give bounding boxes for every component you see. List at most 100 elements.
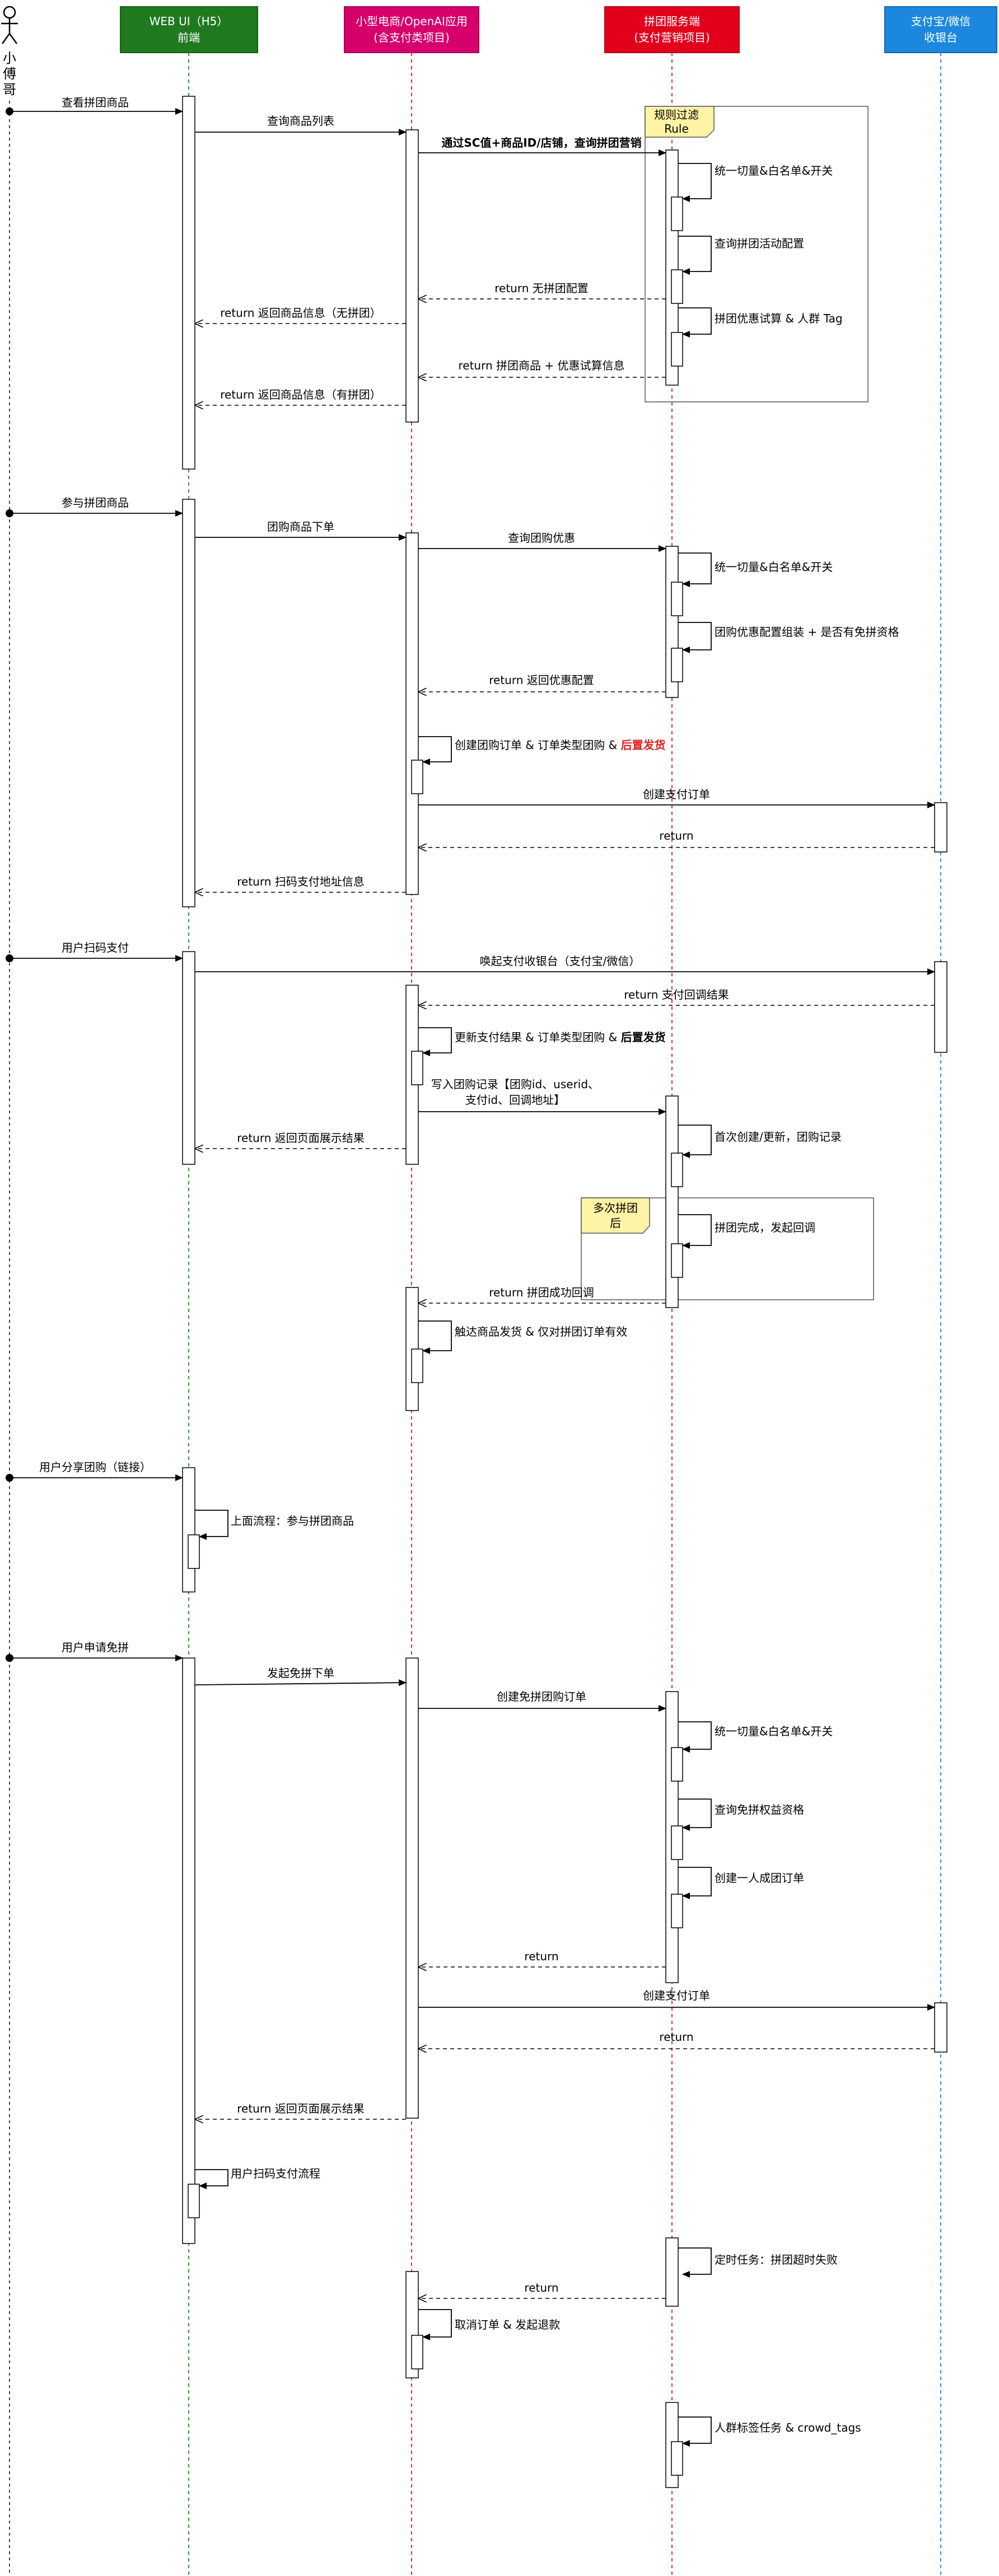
activation-svc-5 — [665, 2237, 679, 2307]
svg-text:return: return — [659, 829, 693, 842]
frame-rule: 规则过滤 Rule — [645, 106, 869, 402]
svg-text:用户扫码支付流程: 用户扫码支付流程 — [231, 2167, 320, 2180]
svg-text:return 返回优惠配置: return 返回优惠配置 — [489, 673, 594, 687]
actor-name-1: 小 — [3, 50, 16, 66]
message-join-group-product: 参与拼团商品 — [6, 496, 183, 517]
return-free-order: return — [418, 1950, 666, 1967]
activation-svc-3-self-a — [671, 1153, 683, 1187]
activation-web-3 — [182, 951, 195, 1165]
message-create-payment-order-2: 创建支付订单 — [418, 1989, 935, 2011]
self-call-crowd-tags-task: 人群标签任务 & crowd_tags — [678, 2416, 861, 2447]
svg-text:创建免拼团购订单: 创建免拼团购订单 — [497, 1690, 586, 1703]
svg-text:更新支付结果 & 订单类型团购 & 后置发货: 更新支付结果 & 订单类型团购 & 后置发货 — [455, 1031, 666, 1044]
svg-text:定时任务：拼团超时失败: 定时任务：拼团超时失败 — [715, 2253, 838, 2266]
svg-text:查询免拼权益资格: 查询免拼权益资格 — [715, 1803, 804, 1816]
self-call-cut-whitelist-switch: 统一切量&白名单&开关 — [678, 163, 833, 202]
participant-web-ui[interactable]: WEB UI（H5） 前端 — [120, 6, 258, 53]
activation-web-4 — [182, 1467, 195, 1593]
message-group-order: 团购商品下单 — [195, 520, 407, 541]
self-call-discount-assembly: 团购优惠配置组装 + 是否有免拼资格 — [678, 622, 899, 653]
message-create-free-group-order: 创建免拼团购订单 — [418, 1690, 666, 1712]
self-call-cancel-refund: 取消订单 & 发起退款 — [418, 2309, 560, 2340]
frame-multi-subtitle: 后 — [610, 1216, 621, 1230]
svg-text:触达商品发货 & 仅对拼团订单有效: 触达商品发货 & 仅对拼团订单有效 — [455, 1325, 627, 1338]
activation-app-2 — [405, 532, 419, 895]
activation-svc-2-self-a — [671, 582, 683, 616]
message-user-apply-free-group: 用户申请免拼 — [6, 1641, 183, 1662]
self-call-query-group-config: 查询拼团活动配置 — [678, 236, 804, 275]
svg-text:查询商品列表: 查询商品列表 — [267, 114, 334, 128]
svg-text:发起免拼下单: 发起免拼下单 — [267, 1666, 334, 1680]
svg-text:return: return — [524, 1950, 558, 1963]
return-page-result: return 返回页面展示结果 — [195, 1131, 406, 1149]
actor-name-3: 哥 — [3, 82, 16, 97]
frame-rule-subtitle: Rule — [664, 122, 689, 135]
svg-text:return 返回页面展示结果: return 返回页面展示结果 — [237, 1131, 365, 1145]
return-payment-callback: return 支付回调结果 — [418, 988, 935, 1005]
svg-text:创建一人成团订单: 创建一人成团订单 — [715, 1871, 804, 1885]
message-invoke-cashier: 唤起支付收银台（支付宝/微信） — [195, 954, 935, 975]
svg-text:上面流程：参与拼团商品: 上面流程：参与拼团商品 — [231, 1514, 354, 1528]
svg-text:唤起支付收银台（支付宝/微信）: 唤起支付收银台（支付宝/微信） — [480, 954, 641, 968]
message-user-scan-pay: 用户扫码支付 — [6, 941, 183, 962]
create-order-text: 创建团购订单 & 订单类型团购 & — [455, 738, 621, 752]
activation-pay-1 — [934, 802, 947, 853]
return-payment-order: return — [418, 829, 935, 847]
return-group-success-callback: return 拼团成功回调 — [418, 1286, 666, 1303]
participant-payment[interactable]: 支付宝/微信 收银台 — [884, 6, 997, 53]
svg-text:return 返回页面展示结果: return 返回页面展示结果 — [237, 2102, 365, 2115]
activation-app-2-self — [411, 760, 423, 794]
self-call-group-complete-callback: 拼团完成，发起回调 — [678, 1214, 815, 1249]
activation-web-1 — [182, 96, 195, 470]
frame-multi: 多次拼团 后 — [581, 1197, 874, 1300]
activation-app-1 — [405, 129, 419, 423]
svg-text:return: return — [659, 2030, 693, 2044]
svg-text:用户申请免拼: 用户申请免拼 — [62, 1641, 129, 1654]
frame-multi-title: 多次拼团 — [593, 1201, 638, 1215]
svg-text:统一切量&白名单&开关: 统一切量&白名单&开关 — [715, 560, 833, 574]
return-product-info-with-group: return 返回商品信息（有拼团） — [195, 388, 406, 405]
activation-svc-4-self-a — [671, 1747, 683, 1782]
activation-svc-2-self-b — [671, 648, 683, 682]
participant-pay-title: 支付宝/微信 — [911, 15, 971, 28]
message-initiate-free-order: 发起免拼下单 — [194, 1666, 407, 1687]
self-call-create-update-record: 首次创建/更新，团购记录 — [678, 1125, 842, 1158]
self-call-above-flow: 上面流程：参与拼团商品 — [195, 1510, 354, 1540]
actor: 小 傅 哥 — [1, 6, 18, 97]
return-timeout: return — [418, 2281, 666, 2298]
return-payment-order-2: return — [418, 2030, 935, 2049]
activation-web-5-self — [188, 2184, 200, 2218]
message-user-share-group: 用户分享团购（链接） — [6, 1460, 183, 1482]
svg-text:return 支付回调结果: return 支付回调结果 — [624, 988, 729, 1001]
return-page-result-2: return 返回页面展示结果 — [195, 2102, 406, 2119]
activation-app-5 — [405, 1657, 419, 2119]
message-query-product-list: 查询商品列表 — [195, 114, 407, 135]
update-payment-text: 更新支付结果 & 订单类型团购 & — [455, 1031, 621, 1044]
participant-app[interactable]: 小型电商/OpenAI应用 (含支付类项目) — [344, 6, 479, 53]
participant-web-subtitle: 前端 — [178, 31, 200, 44]
frame-rule-title: 规则过滤 — [654, 108, 699, 121]
svg-text:通过SC值+商品ID/店铺，查询拼团营销: 通过SC值+商品ID/店铺，查询拼团营销 — [441, 136, 641, 149]
activation-web-2 — [182, 499, 195, 907]
self-call-create-single-group: 创建一人成团订单 — [678, 1867, 804, 1899]
activation-svc-3-self-b — [671, 1243, 683, 1278]
message-query-group-marketing: 通过SC值+商品ID/店铺，查询拼团营销 — [418, 136, 666, 156]
activation-svc-4-self-c — [671, 1894, 683, 1928]
activation-web-4-self — [188, 1534, 200, 1569]
participant-service-subtitle: (支付营销项目) — [634, 31, 710, 44]
participant-service[interactable]: 拼团服务端 (支付营销项目) — [604, 6, 740, 53]
activations — [182, 96, 947, 2488]
svg-text:查询拼团活动配置: 查询拼团活动配置 — [715, 237, 804, 250]
svg-text:取消订单 & 发起退款: 取消订单 & 发起退款 — [455, 2318, 560, 2331]
self-call-cut-whitelist-switch-3: 统一切量&白名单&开关 — [678, 1721, 833, 1753]
svg-text:创建支付订单: 创建支付订单 — [643, 788, 710, 801]
participant-app-subtitle: (含支付类项目) — [374, 31, 450, 44]
svg-text:创建支付订单: 创建支付订单 — [643, 1989, 710, 2002]
self-call-create-group-order: 创建团购订单 & 订单类型团购 & 后置发货 — [418, 736, 666, 765]
return-group-product-trial: return 拼团商品 + 优惠试算信息 — [418, 359, 666, 377]
activation-web-5 — [182, 1657, 195, 2244]
svg-text:统一切量&白名单&开关: 统一切量&白名单&开关 — [715, 164, 833, 177]
self-call-update-payment: 更新支付结果 & 订单类型团购 & 后置发货 — [418, 1027, 666, 1056]
return-product-info-no-group: return 返回商品信息（无拼团） — [195, 306, 406, 324]
svg-text:return: return — [524, 2281, 558, 2294]
